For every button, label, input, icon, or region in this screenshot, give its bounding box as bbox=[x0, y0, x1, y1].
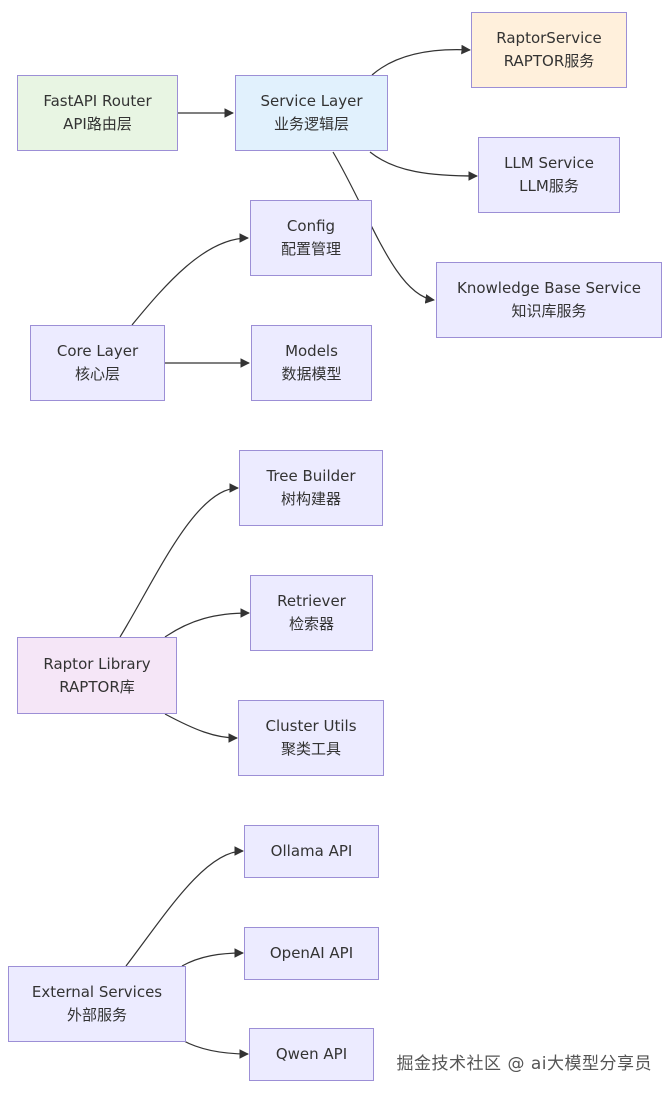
node-raptor-service: RaptorService RAPTOR服务 bbox=[471, 12, 627, 88]
node-service-layer: Service Layer 业务逻辑层 bbox=[235, 75, 388, 151]
node-title: Raptor Library bbox=[43, 654, 151, 673]
edge-raptor-to-tree-builder bbox=[119, 483, 239, 638]
node-title: Service Layer bbox=[260, 92, 363, 110]
node-title: Qwen API bbox=[275, 1045, 348, 1063]
node-subtitle: RAPTOR库 bbox=[59, 677, 135, 696]
edge-service-to-raptor-service bbox=[371, 44, 471, 76]
edge-raptor-to-cluster-utils bbox=[164, 713, 238, 743]
node-subtitle: 数据模型 bbox=[281, 365, 342, 383]
node-tree-builder: Tree Builder 树构建器 bbox=[239, 450, 383, 526]
node-title: Core Layer bbox=[56, 342, 139, 360]
node-cluster-utils: Cluster Utils 聚类工具 bbox=[238, 700, 384, 776]
node-openai-api: OpenAI API bbox=[244, 927, 379, 980]
edge-service-to-knowledge-base bbox=[332, 151, 435, 304]
node-llm-service: LLM Service LLM服务 bbox=[478, 137, 620, 213]
node-title: OpenAI API bbox=[269, 944, 354, 962]
node-subtitle: 核心层 bbox=[74, 365, 120, 383]
node-title: FastAPI Router bbox=[43, 92, 152, 110]
watermark: 掘金技术社区 @ ai大模型分享员 bbox=[396, 1054, 652, 1074]
node-fastapi-router: FastAPI Router API路由层 bbox=[17, 75, 178, 151]
node-subtitle: 业务逻辑层 bbox=[273, 115, 349, 133]
node-title: External Services bbox=[31, 983, 163, 1001]
edge-raptor-to-retriever bbox=[164, 608, 250, 638]
node-retriever: Retriever 检索器 bbox=[250, 575, 373, 651]
node-title: Knowledge Base Service bbox=[457, 279, 641, 297]
node-subtitle: 外部服务 bbox=[66, 1006, 127, 1024]
node-ollama-api: Ollama API bbox=[244, 825, 379, 878]
node-title: LLM Service bbox=[504, 154, 594, 172]
node-title: Ollama API bbox=[270, 842, 353, 860]
node-subtitle: RAPTOR服务 bbox=[503, 52, 595, 70]
node-subtitle: 检索器 bbox=[288, 615, 334, 633]
node-subtitle: 配置管理 bbox=[280, 240, 341, 258]
node-core-layer: Core Layer 核心层 bbox=[30, 325, 165, 401]
node-subtitle: 聚类工具 bbox=[280, 740, 341, 758]
node-subtitle: 树构建器 bbox=[280, 490, 341, 508]
edge-external-to-qwen bbox=[181, 1039, 249, 1059]
node-subtitle: API路由层 bbox=[63, 115, 132, 133]
node-raptor-library: Raptor Library RAPTOR库 bbox=[17, 637, 177, 714]
node-external-services: External Services 外部服务 bbox=[8, 966, 186, 1042]
edge-core-to-config bbox=[131, 233, 249, 326]
node-models: Models 数据模型 bbox=[251, 325, 372, 401]
node-subtitle: 知识库服务 bbox=[511, 302, 587, 320]
node-subtitle: LLM服务 bbox=[519, 177, 579, 195]
node-knowledge-base-service: Knowledge Base Service 知识库服务 bbox=[436, 262, 662, 338]
node-title: Tree Builder bbox=[266, 467, 356, 485]
node-title: Retriever bbox=[277, 592, 346, 610]
edge-external-to-ollama bbox=[125, 846, 244, 967]
node-title: RaptorService bbox=[496, 29, 602, 47]
edge-service-to-llm-service bbox=[369, 151, 478, 181]
node-title: Config bbox=[286, 217, 336, 235]
node-qwen-api: Qwen API bbox=[249, 1028, 374, 1081]
node-config: Config 配置管理 bbox=[250, 200, 372, 276]
node-title: Cluster Utils bbox=[265, 717, 357, 735]
node-title: Models bbox=[285, 342, 338, 360]
edge-external-to-openai bbox=[181, 948, 244, 967]
